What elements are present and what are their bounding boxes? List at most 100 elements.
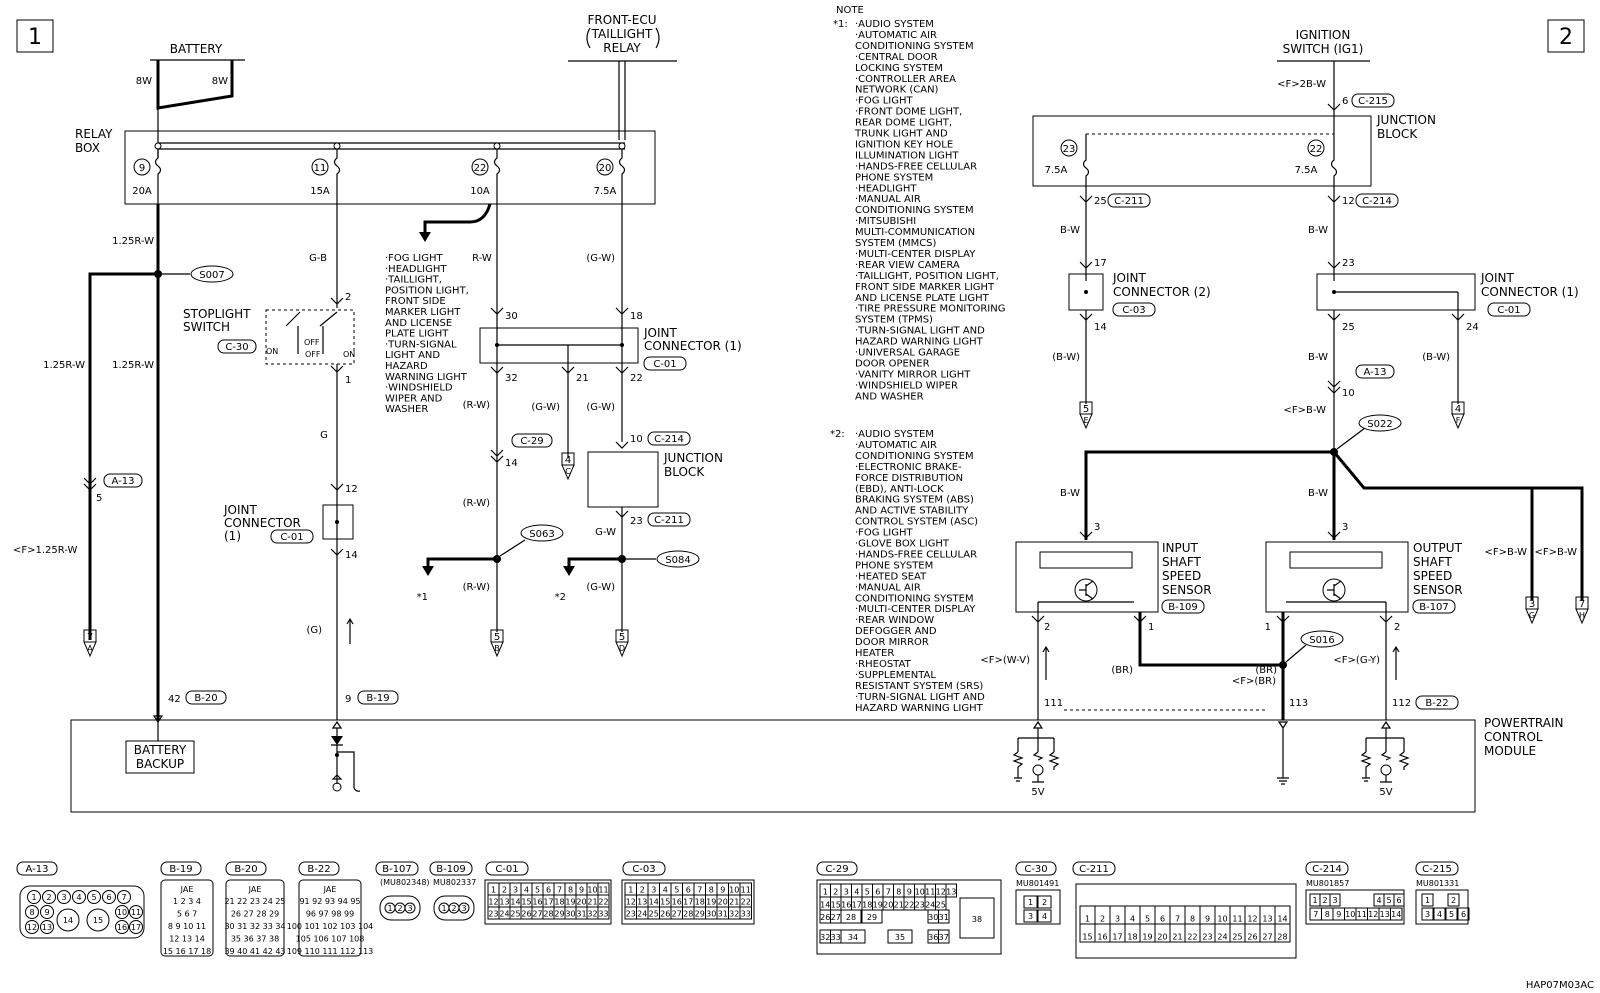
connector-pin: 28 [683, 910, 693, 919]
fog-list-line: MARKER LIGHT [385, 307, 461, 318]
svg-text:18: 18 [630, 311, 643, 322]
connector-pin: 12 [936, 888, 946, 897]
svg-text:23: 23 [1063, 144, 1076, 155]
connector-pin: 17 [852, 901, 862, 910]
connector-pin: 7 [1313, 910, 1318, 919]
svg-text:<F>(G-Y): <F>(G-Y) [1333, 655, 1380, 666]
connector-pin: 4 [1130, 915, 1135, 924]
output-shaft-speed-sensor: OUTPUT SHAFT SPEED SENSOR B-107 [1265, 541, 1463, 614]
svg-text:CONNECTOR (1): CONNECTOR (1) [644, 339, 742, 353]
svg-text:A: A [87, 644, 93, 653]
svg-text:G: G [1529, 611, 1535, 620]
splice-s022: S022 [1358, 414, 1402, 432]
svg-text:8W: 8W [136, 76, 152, 87]
connector-tag-c30: C-30 [217, 339, 257, 354]
fog-list-line: ·FOG LIGHT [385, 253, 444, 264]
joint-connector-c01-center: JOINT CONNECTOR (1) C-01 [479, 326, 742, 371]
note-star1-line: MULTI-COMMUNICATION [855, 227, 975, 238]
svg-text:10: 10 [1342, 388, 1355, 399]
svg-text:SWITCH: SWITCH [183, 320, 230, 334]
connector-pin-row: 15 16 17 18 [163, 947, 211, 956]
connector-pin: 19 [565, 898, 575, 907]
connector-cell [861, 909, 883, 924]
svg-text:B-107: B-107 [1419, 602, 1449, 613]
svg-text:F: F [1456, 416, 1461, 425]
fog-list-line: ·TAILLIGHT, [385, 275, 442, 286]
svg-text:C-211: C-211 [1114, 196, 1144, 207]
fog-list-line: WASHER [385, 404, 428, 415]
note-block: NOTE *1: ·AUDIO SYSTEM·AUTOMATIC AIR CON… [830, 5, 1005, 714]
connector-pin: 29 [695, 910, 705, 919]
connector-pin: 13 [946, 888, 956, 897]
svg-text:C-29: C-29 [520, 436, 543, 447]
note-star2-line: ·HANDS-FREE CELLULAR [855, 549, 977, 560]
splice-s016: S016 [1300, 630, 1344, 648]
connector-cell [1421, 907, 1434, 921]
connector-pin: 3 [61, 893, 66, 902]
connector-pin: 10 [1217, 915, 1227, 924]
connector-pin: 22 [598, 898, 608, 907]
note-star1-line: IGNITION KEY HOLE [855, 139, 953, 150]
connector-pin: 20 [576, 898, 586, 907]
svg-text:22: 22 [1310, 144, 1323, 155]
connector-pin: 2 [1042, 898, 1047, 907]
svg-text:1: 1 [345, 375, 351, 386]
connector-pin: 9 [579, 886, 584, 895]
connector-pin: 31 [718, 910, 728, 919]
svg-text:10: 10 [630, 434, 643, 445]
pcm-input-112: 5V [1360, 720, 1410, 798]
svg-text:7: 7 [87, 632, 93, 643]
connector-pin: 23 [488, 910, 498, 919]
svg-text:BLOCK: BLOCK [1377, 127, 1418, 141]
connector-tag-c214: C-214 [647, 431, 691, 446]
connector-pin: 16 [117, 923, 127, 932]
offpage-a: 7 A [83, 629, 97, 658]
connector-pin: 11 [741, 886, 751, 895]
note-star2-line: DOOR MIRROR [855, 637, 929, 648]
note-star1-line: ·WINDSHIELD WIPER [855, 380, 958, 391]
connector-pin: 4 [76, 893, 81, 902]
svg-text:G: G [320, 430, 328, 441]
svg-text:(G-W): (G-W) [531, 402, 560, 413]
note-star2-line: ·HEATED SEAT [855, 571, 927, 582]
connector-pin-circle [42, 890, 56, 904]
connector-pin: 8 [1325, 910, 1330, 919]
connector-pin: 13 [1380, 910, 1390, 919]
svg-text:B-109: B-109 [1168, 602, 1198, 613]
svg-text:RELAY: RELAY [75, 127, 113, 141]
note-star1-line: CONDITIONING SYSTEM [855, 205, 974, 216]
connector-pin: 21 [587, 898, 597, 907]
connector-pin: 19 [873, 901, 883, 910]
connector-pin: 2 [833, 888, 838, 897]
connector-pin-row: 30 31 32 33 34 [224, 922, 285, 931]
connector-cell [1421, 893, 1434, 907]
svg-text:JAE: JAE [248, 885, 262, 894]
connector-pin: 18 [862, 901, 872, 910]
connector-pin-row: 1 2 3 4 [173, 897, 201, 906]
note-star1-line: ·VANITY MIRROR LIGHT [855, 369, 971, 380]
connector-cell [1037, 895, 1052, 909]
connector-pin: 1 [823, 888, 828, 897]
connector-tag-c01: C-01 [270, 529, 314, 544]
connector-pin-circle [102, 890, 116, 904]
connector-pin: 2 [1322, 896, 1327, 905]
svg-text:15A: 15A [310, 186, 330, 197]
connector-pin: 11 [598, 886, 608, 895]
connector-tag-c211: C-211 [647, 512, 691, 527]
connector-pin-circle [56, 908, 80, 932]
connector-pin: 35 [895, 933, 905, 942]
connector-tag-b22: B-22 [1415, 695, 1459, 710]
fog-list-line: WIPER AND [385, 393, 443, 404]
note-star2-line: ·GLOVE BOX LIGHT [855, 539, 950, 550]
note-star1-line: ·TAILLIGHT, POSITION LIGHT, [855, 271, 999, 282]
svg-text:JAE: JAE [323, 885, 337, 894]
connector-pin: 21 [729, 898, 739, 907]
note-star2-line: ·SUPPLEMENTAL [855, 670, 936, 681]
svg-text:C-215: C-215 [1358, 96, 1388, 107]
connector-cell [938, 929, 950, 944]
svg-text:JUNCTION: JUNCTION [1376, 113, 1436, 127]
svg-text:5V: 5V [1031, 787, 1044, 798]
connector-pin: 14 [820, 901, 830, 910]
svg-text:C-214: C-214 [654, 434, 684, 445]
note-star1-line: ·UNIVERSAL GARAGE [855, 348, 960, 359]
